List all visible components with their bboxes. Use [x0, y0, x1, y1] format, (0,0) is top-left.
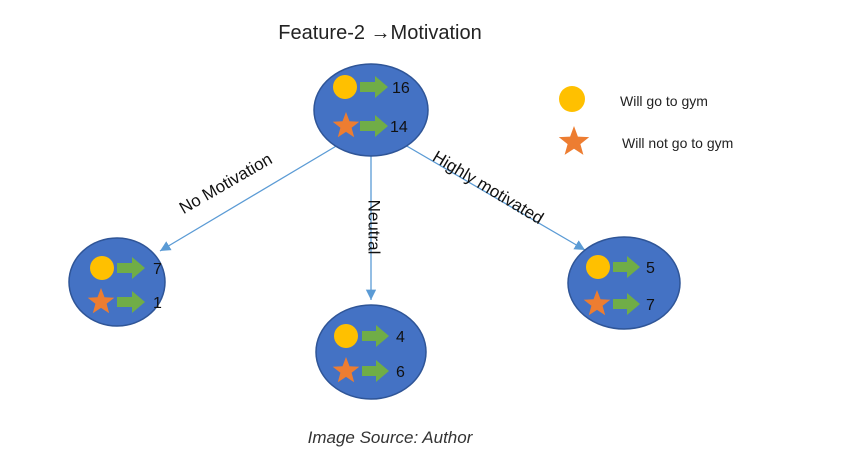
legend-go-label: Will go to gym	[620, 93, 708, 109]
image-caption: Image Source: Author	[307, 428, 473, 447]
root-not-go-count: 14	[390, 119, 408, 136]
right-go-count: 5	[646, 260, 655, 277]
neutral-node: 4 6	[315, 304, 427, 400]
arrow-icon	[117, 257, 145, 279]
no-motivation-node: 7 1	[68, 237, 166, 327]
diagram-title: Feature-2 →Motivation	[278, 22, 482, 44]
arrow-icon	[362, 360, 389, 382]
middle-go-count: 4	[396, 329, 405, 346]
root-go-count: 16	[392, 80, 410, 97]
edge-label-neutral: Neutral	[364, 199, 384, 255]
arrow-icon	[613, 256, 640, 278]
highly-motivated-node: 5 7	[567, 236, 681, 330]
edge-highly-motivated	[404, 144, 586, 251]
arrow-icon	[360, 76, 388, 98]
legend-not-go-label: Will not go to gym	[622, 135, 734, 151]
edge-no-motivation	[159, 144, 339, 252]
no-gym-star-icon	[332, 357, 360, 383]
legend-circle-icon	[559, 86, 585, 112]
no-gym-star-icon	[583, 290, 611, 316]
arrow-icon	[117, 291, 145, 313]
legend-star-icon	[558, 126, 590, 155]
arrow-icon	[362, 325, 389, 347]
arrow-icon	[360, 115, 388, 137]
gym-circle-icon	[586, 255, 610, 279]
no-gym-star-icon	[332, 112, 360, 138]
left-go-count: 7	[153, 261, 162, 278]
left-not-go-count: 1	[153, 295, 162, 312]
arrow-icon	[613, 293, 640, 315]
no-gym-star-icon	[87, 288, 115, 314]
gym-circle-icon	[333, 75, 357, 99]
right-not-go-count: 7	[646, 297, 655, 314]
middle-not-go-count: 6	[396, 364, 405, 381]
root-node: 16 14	[313, 63, 429, 157]
gym-circle-icon	[90, 256, 114, 280]
gym-circle-icon	[334, 324, 358, 348]
